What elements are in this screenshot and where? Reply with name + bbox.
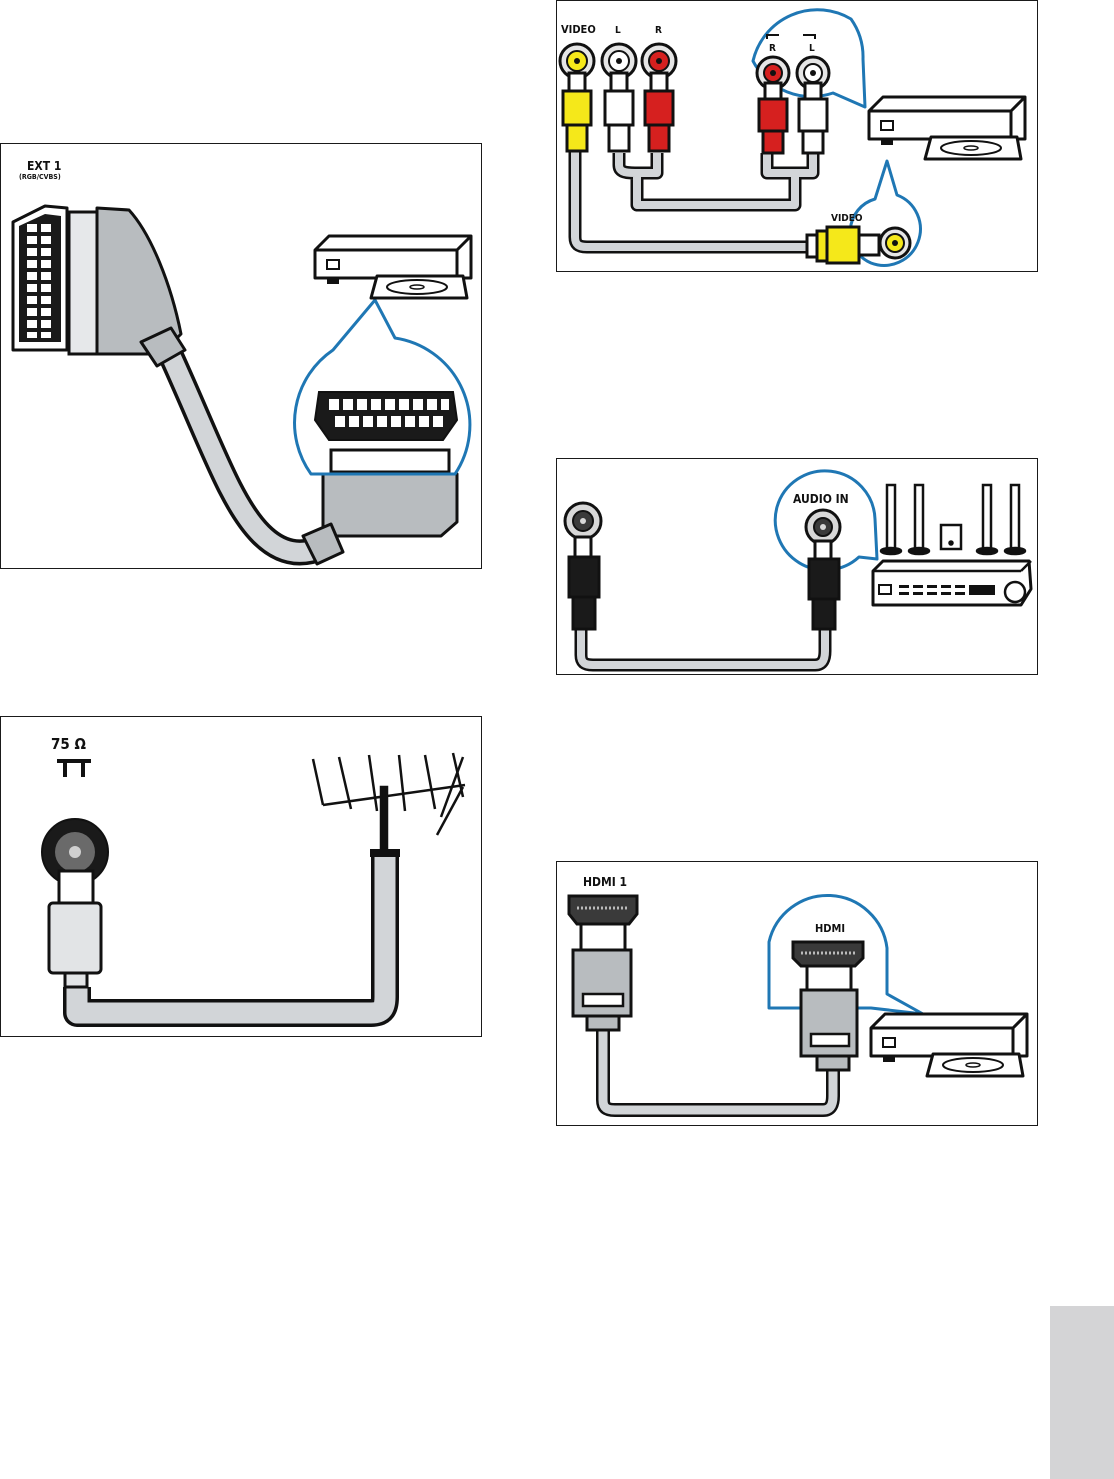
tv-video-label: VIDEO [561,23,596,36]
coax-cable [63,851,399,1027]
dvd-player-icon [869,1012,1029,1078]
device-audio-right-label: R [769,43,776,54]
rca-plug-icon [561,71,675,153]
hdmi-callout [767,894,925,1016]
page-side-tab [1050,1306,1114,1479]
speaker-icon [879,483,1027,556]
scart-socket-icon [11,204,69,352]
hdmi-connection-panel: HDMI 1 HDMI [556,861,1038,1126]
scart-jack-label: EXT 1 [27,159,61,173]
device-rca-jack-icon [804,508,842,546]
coax-plug-icon [47,869,103,989]
hdmi-plug-icon [567,894,639,1032]
device-video-label: VIDEO [831,213,863,224]
tv-audio-left-label: L [615,25,621,36]
device-hdmi-plug-icon [791,940,865,1072]
tv-audio-right-label: R [655,25,662,36]
audio-connection-panel: AUDIO IN [556,458,1038,675]
antenna-icon [311,752,466,853]
tv-hdmi-label: HDMI 1 [583,875,627,889]
device-audio-left-label: L [809,43,815,54]
video-callout [848,159,922,267]
composite-connection-panel: VIDEO L R R L [556,0,1038,272]
rca-jack-icon [563,501,603,541]
antenna-connection-panel: 75 Ω [0,716,482,1037]
home-theater-icon [871,559,1033,607]
scart-plug-icon [67,206,187,368]
magnify-callout-icon [293,298,472,476]
device-rca-plug-icon [757,81,829,155]
device-scart-plug-icon [301,448,459,566]
scart-jack-sublabel: (RGB/CVBS) [19,173,61,181]
coax-socket-icon [41,818,109,886]
audio-in-callout [773,469,879,572]
device-video-jack-icon [805,225,912,265]
antenna-jack-label: 75 Ω [51,735,86,753]
device-hdmi-label: HDMI [815,922,845,935]
dvd-player-icon [313,234,473,300]
device-rca-plug-icon [807,539,841,631]
audio-callout [751,8,867,109]
dvd-player-icon [867,95,1027,161]
audio-in-label: AUDIO IN [793,492,849,506]
scart-connection-panel: EXT 1 (RGB/CVBS) [0,143,482,569]
rca-plug-icon [567,535,601,631]
